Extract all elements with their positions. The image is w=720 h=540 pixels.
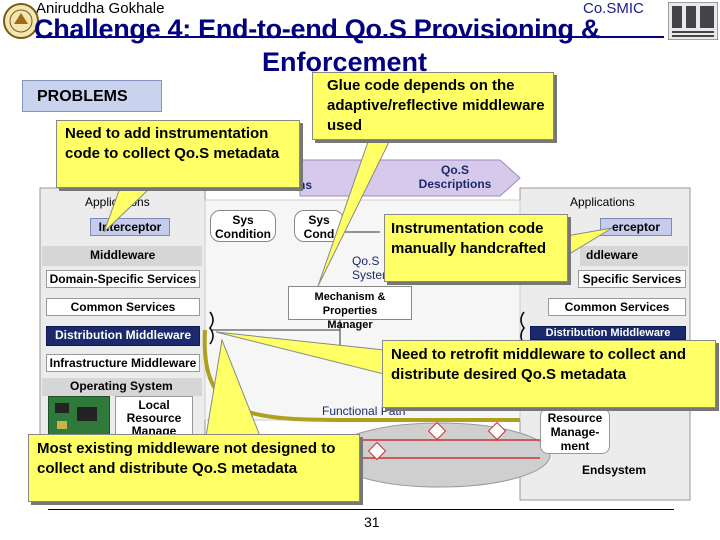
right-rm-line3: ment (560, 439, 590, 453)
left-middleware-label: Middleware (42, 246, 202, 266)
sys-condition-line2: Condition (215, 227, 271, 241)
right-rm-line2: Manage- (550, 425, 600, 439)
qos-desc-line2: Descriptions (418, 177, 492, 191)
sys-cond2-line1: Sys (308, 213, 330, 227)
callout-manual-instrumentation: Instrumentation code manually handcrafte… (384, 214, 568, 282)
left-rm-line2: Resource (126, 411, 182, 425)
right-common-services: Common Services (548, 298, 686, 316)
sys-condition-line1: Sys (232, 213, 254, 227)
right-middleware-label: ddleware (580, 246, 688, 266)
right-domain-services: Specific Services (578, 270, 686, 288)
right-distribution-middleware: Distribution Middleware (530, 326, 686, 340)
left-distribution-middleware: Distribution Middleware (46, 326, 200, 346)
sys-cond2-line2: Cond (303, 227, 335, 241)
qos-descriptions-label: Qo.S Descriptions (410, 163, 500, 191)
title-underline (36, 36, 664, 38)
partial-ns-label: ns (298, 178, 313, 192)
right-rm-line1: Resource (547, 411, 603, 425)
slide-title-line1: Challenge 4: End-to-end Qo.S Provisionin… (34, 14, 601, 44)
endsystem-label: Endsystem (582, 463, 647, 477)
callout-existing-middleware: Most existing middleware not designed to… (28, 434, 360, 502)
university-seal-logo (2, 2, 40, 40)
left-operating-system-label: Operating System (42, 378, 202, 396)
right-resource-management: Resource Manage- ment (540, 408, 610, 454)
page-number: 31 (364, 514, 380, 530)
callout-retrofit-middleware: Need to retrofit middleware to collect a… (382, 340, 716, 408)
mechanism-properties-manager: Mechanism & Properties Manager (288, 286, 412, 331)
sys-condition-box: Sys Condition (210, 210, 276, 242)
left-rm-line1: Local (138, 398, 170, 412)
org-name: Co.SMIC (583, 0, 644, 17)
left-domain-services: Domain-Specific Services (46, 270, 200, 288)
left-common-services: Common Services (46, 298, 200, 316)
mech-line2: Manager (327, 319, 373, 331)
qos-desc-line1: Qo.S (440, 163, 469, 177)
author-name: Aniruddha Gokhale (36, 0, 165, 17)
footer-rule (48, 509, 674, 510)
left-infrastructure-middleware: Infrastructure Middleware (46, 354, 200, 372)
callout-add-instrumentation: Need to add instrumentation code to coll… (56, 120, 300, 188)
problems-label: PROBLEMS (22, 80, 162, 112)
right-interceptor: erceptor (600, 218, 672, 236)
right-applications-label: Applications (570, 195, 635, 209)
qos-partial-line1: Qo.S (352, 254, 380, 268)
left-local-resource-manager: Local Resource Manage (115, 396, 193, 438)
mech-line1: Mechanism & Properties (314, 291, 386, 317)
institute-logo (667, 1, 719, 41)
callout-glue-code: Glue code depends on the adaptive/reflec… (312, 72, 554, 140)
